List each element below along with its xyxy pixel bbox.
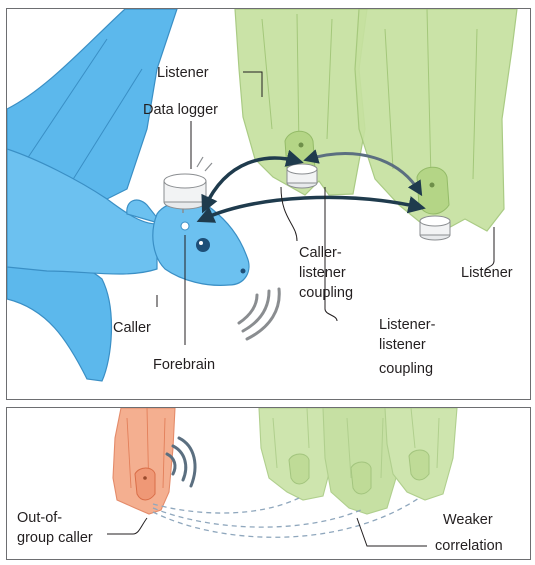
- sound-waves-icon: [239, 289, 279, 339]
- label-weaker-correlation-2: correlation: [435, 538, 503, 554]
- label-data-logger: Data logger: [143, 102, 218, 118]
- leader-out-of-group-caller: [107, 518, 147, 534]
- label-listener-listener-coupling-2: listener: [379, 337, 426, 353]
- label-out-of-group-caller-1: Out-of-: [17, 510, 62, 526]
- caller-listener-long-coupling-arrow: [203, 197, 419, 219]
- label-listener-top: Listener: [157, 65, 209, 81]
- top-panel: Listener Data logger Caller- listener co…: [6, 8, 531, 400]
- out-of-group-caller-bat: [113, 408, 175, 514]
- label-caller-listener-coupling-2: listener: [299, 265, 346, 281]
- bottom-panel-illustration: Out-of- group caller Weaker correlation: [7, 408, 530, 559]
- label-listener-listener-coupling-1: Listener-: [379, 317, 436, 333]
- data-logger-listener-right: [420, 216, 450, 240]
- forebrain-marker: [181, 222, 189, 230]
- label-listener-listener-coupling-3: coupling: [379, 361, 433, 377]
- label-out-of-group-caller-2: group caller: [17, 530, 93, 546]
- top-panel-illustration: Listener Data logger Caller- listener co…: [7, 9, 530, 399]
- bottom-panel: Out-of- group caller Weaker correlation: [6, 407, 531, 560]
- label-caller: Caller: [113, 320, 151, 336]
- listener-group: [259, 408, 457, 514]
- label-caller-listener-coupling-3: coupling: [299, 285, 353, 301]
- label-weaker-correlation-1: Weaker: [443, 512, 493, 528]
- leader-caller-listener: [281, 187, 297, 241]
- listener-bat-right: [355, 9, 517, 231]
- label-listener-right: Listener: [461, 265, 513, 281]
- label-forebrain: Forebrain: [153, 357, 215, 373]
- data-logger-listener-left: [287, 164, 317, 188]
- label-caller-listener-coupling-1: Caller-: [299, 245, 342, 261]
